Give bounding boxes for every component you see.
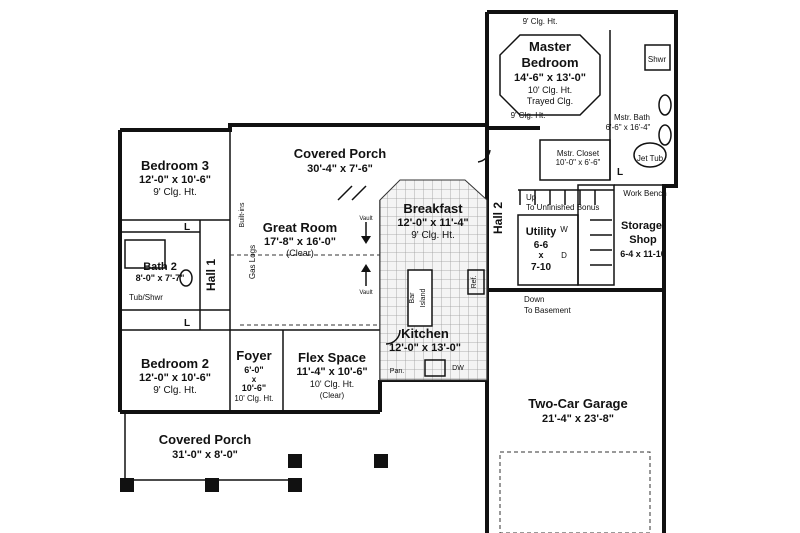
master-extra: Trayed Clg.	[527, 96, 573, 106]
master-clg-bottom: 9' Clg. Ht.	[511, 111, 546, 120]
bedroom3-dims: 12'-0" x 10'-6"	[139, 174, 211, 186]
great-room-clg: (Clear)	[286, 248, 314, 258]
utility-d2: 7-10	[531, 262, 551, 273]
tub-shwr-label: Tub/Shwr	[129, 293, 163, 302]
mstr-closet-dims: 10'-0" x 6'-6"	[556, 158, 601, 167]
hall1-label: Hall 1	[204, 259, 218, 291]
bedroom2-clg: 9' Clg. Ht.	[153, 385, 197, 396]
work-bench-label: Work Bench	[623, 189, 666, 198]
arrow-up-icon	[361, 264, 371, 286]
front-porch-name: Covered Porch	[159, 432, 252, 447]
bedroom3-clg: 9' Clg. Ht.	[153, 187, 197, 198]
tile-floor	[379, 179, 488, 381]
kitchen-pan: Pan.	[390, 368, 404, 375]
utility-d: D	[561, 251, 567, 260]
storage-name-1: Storage/	[621, 220, 665, 232]
mstr-bath-name: Mstr. Bath	[614, 113, 650, 122]
foyer-d1: 6'-0"	[244, 365, 263, 375]
down-basement-1: Down	[524, 295, 544, 304]
great-room-name: Great Room	[263, 220, 337, 235]
kitchen-dw: DW	[452, 365, 464, 372]
plumbing-fixture-icon	[124, 44, 672, 377]
master-dims: 14'-6" x 13'-0"	[514, 72, 586, 84]
mstr-bath-dims: 6'-6" x 16'-4"	[606, 123, 651, 132]
breakfast-clg: 9' Clg. Ht.	[411, 230, 455, 241]
hall2-label: Hall 2	[491, 202, 505, 234]
foyer-name: Foyer	[236, 348, 271, 363]
kitchen-ref: Ref.	[471, 276, 478, 289]
up-bonus-1: Up	[526, 193, 537, 202]
jet-tub-label: Jet Tub	[637, 154, 664, 163]
foyer-x: x	[252, 375, 257, 384]
bedroom3-name: Bedroom 3	[141, 158, 209, 173]
master-clg: 10' Clg. Ht.	[528, 85, 572, 95]
up-bonus-2: To Unfinished Bonus	[526, 203, 599, 212]
bath2-dims: 8'-0" x 7'-7"	[136, 273, 185, 283]
mstr-closet-name: Mstr. Closet	[557, 149, 600, 158]
storage-name-2: Shop	[629, 234, 657, 246]
kitchen-name: Kitchen	[401, 326, 449, 341]
great-room-dims: 17'-8" x 16'-0"	[264, 236, 336, 248]
kitchen-dims: 12'-0" x 13'-0"	[389, 342, 461, 354]
closet-l-bath-1: L	[184, 222, 190, 233]
flex-dims: 11'-4" x 10'-6"	[296, 366, 367, 378]
trayed-ceiling	[499, 34, 601, 116]
stairs-icon	[519, 190, 612, 266]
breakfast-dims: 12'-0" x 11'-4"	[397, 217, 468, 229]
kitchen-island: Island	[420, 289, 427, 308]
gas-logs-label: Gas Logs	[248, 245, 257, 279]
vault-1-label: Vault	[359, 216, 373, 222]
bath2-name: Bath 2	[143, 261, 177, 273]
rear-porch-dims: 30'-4" x 7'-6"	[307, 163, 373, 175]
front-porch	[120, 412, 388, 492]
master-name-2: Bedroom	[521, 55, 578, 70]
closet-l-bath-2: L	[184, 318, 190, 329]
rear-porch-name: Covered Porch	[294, 146, 387, 161]
kitchen-bar: Bar	[409, 292, 416, 304]
garage-dims: 21'-4" x 23'-8"	[542, 413, 614, 425]
utility-w: W	[560, 225, 568, 234]
utility-x: x	[538, 250, 543, 260]
room-labels: Master Bedroom 14'-6" x 13'-0" 10' Clg. …	[129, 17, 667, 461]
breakfast-name: Breakfast	[403, 201, 463, 216]
bedroom2-dims: 12'-0" x 10'-6"	[139, 372, 211, 384]
vault-2-label: Vault	[359, 290, 373, 296]
closet-l-master: L	[617, 167, 623, 178]
arrow-down-icon	[361, 222, 371, 244]
master-name-1: Master	[529, 39, 571, 54]
foyer-clg: 10' Clg. Ht.	[234, 394, 273, 403]
garage-name: Two-Car Garage	[528, 396, 627, 411]
door-swing-icon	[337, 149, 491, 345]
flex-clg: 10' Clg. Ht.	[310, 379, 354, 389]
master-clg-top: 9' Clg. Ht.	[523, 17, 558, 26]
shower-label: Shwr	[648, 55, 667, 64]
garage-door	[499, 451, 651, 533]
bedroom2-name: Bedroom 2	[141, 356, 209, 371]
utility-d1: 6-6	[534, 240, 549, 251]
walls	[118, 10, 678, 533]
flex-clear: (Clear)	[320, 391, 345, 400]
storage-dims: 6-4 x 11-10	[620, 249, 666, 259]
foyer-d2: 10'-6"	[242, 383, 266, 393]
flex-name: Flex Space	[298, 350, 366, 365]
down-basement-2: To Basement	[524, 306, 571, 315]
built-ins-label: Built-ins	[239, 202, 246, 227]
front-porch-dims: 31'-0" x 8'-0"	[172, 449, 238, 461]
utility-name: Utility	[526, 226, 557, 238]
